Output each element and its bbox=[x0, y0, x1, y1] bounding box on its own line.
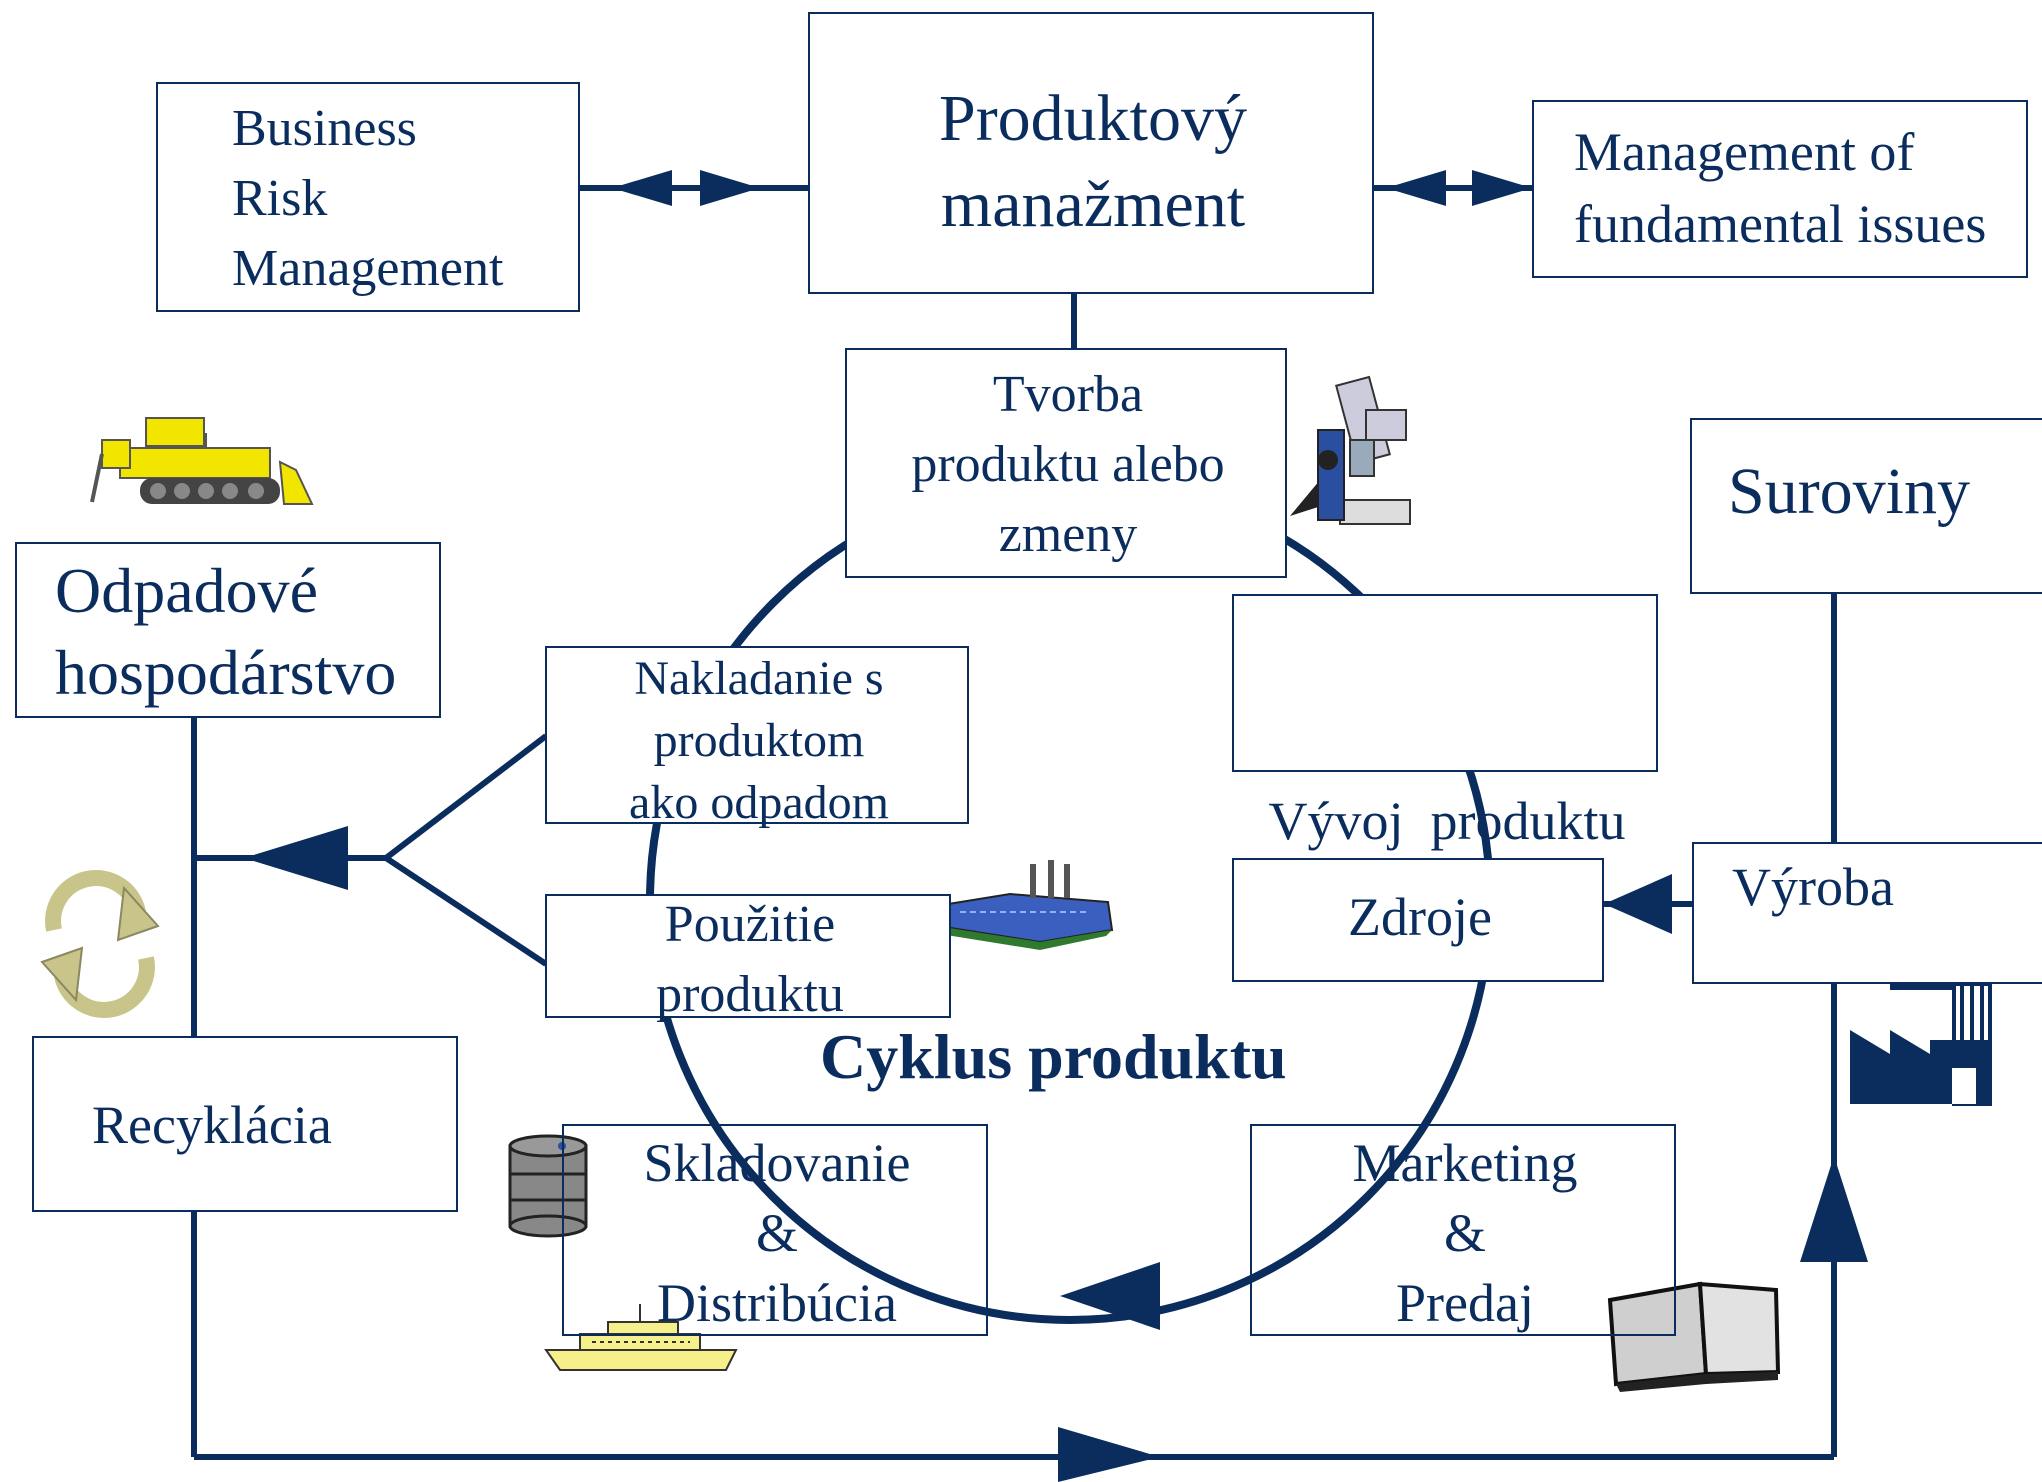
arrowhead-left bbox=[1604, 874, 1672, 934]
marketing-predaj-box: Marketing & Predaj bbox=[1250, 1124, 1676, 1336]
arrowhead-up bbox=[1800, 1156, 1868, 1262]
tvorba-produktu-box: Tvorba produktu alebo zmeny bbox=[845, 348, 1287, 578]
connector-branch-pouzitie bbox=[384, 855, 548, 967]
management-fundamental-issues-box: Management of fundamental issues bbox=[1532, 100, 2028, 278]
skladovanie-distribucia-box: Skladovanie & Distribúcia bbox=[562, 1124, 988, 1336]
tvorba-produktu-label: Tvorba produktu alebo zmeny bbox=[911, 366, 1225, 563]
vyvoj-produktu-label: Vývoj produktu bbox=[1268, 791, 1626, 851]
business-risk-management-label: Business Risk Management bbox=[232, 100, 504, 297]
recyklacia-box: Recyklácia bbox=[32, 1036, 458, 1212]
arrowhead-right bbox=[1472, 170, 1532, 206]
zdroje-box: Zdroje bbox=[1232, 858, 1604, 982]
recycle-icon bbox=[40, 870, 160, 1018]
barrel-icon bbox=[508, 1134, 588, 1238]
zdroje-label: Zdroje bbox=[1348, 887, 1492, 947]
pouzitie-produktu-box: Použitie produktu bbox=[545, 894, 951, 1023]
arrowhead-right bbox=[1058, 1427, 1160, 1482]
suroviny-label: Suroviny bbox=[1728, 455, 1971, 528]
arrowhead-left bbox=[244, 826, 348, 890]
arrowhead-left bbox=[1386, 170, 1446, 206]
vyvoj-produktu-box: Vývoj produktu bbox=[1232, 594, 1658, 851]
vyroba-box: Výroba bbox=[1692, 842, 2042, 984]
cycle-title: Cyklus produktu bbox=[820, 1021, 1287, 1092]
produktovy-manazment-label: Produktový manažment bbox=[938, 82, 1248, 241]
factory-building-icon bbox=[934, 860, 1114, 950]
odpadove-hospodarstvo-label: Odpadové hospodárstvo bbox=[55, 555, 397, 708]
skladovanie-distribucia-label: Skladovanie & Distribúcia bbox=[643, 1133, 911, 1333]
nakladanie-s-produktom-label: Nakladanie s produktom ako odpadom bbox=[629, 652, 889, 829]
factory-icon bbox=[1850, 980, 1992, 1106]
produktovy-manazment-box: Produktový manažment bbox=[808, 12, 1374, 294]
odpadove-hospodarstvo-box: Odpadové hospodárstvo bbox=[15, 542, 441, 718]
arrowhead-left bbox=[612, 170, 672, 206]
bulldozer-icon bbox=[90, 417, 314, 505]
arrowhead-right bbox=[700, 170, 760, 206]
book-icon bbox=[1607, 1281, 1781, 1392]
nakladanie-s-produktom-box: Nakladanie s produktom ako odpadom bbox=[545, 646, 969, 829]
suroviny-box: Suroviny bbox=[1690, 418, 2042, 594]
business-risk-management-box: Business Risk Management bbox=[156, 82, 580, 312]
microscope-icon bbox=[1290, 375, 1411, 525]
vyroba-label: Výroba bbox=[1732, 857, 1894, 917]
recyklacia-label: Recyklácia bbox=[92, 1095, 332, 1155]
marketing-predaj-label: Marketing & Predaj bbox=[1352, 1133, 1578, 1333]
cycle-arrowhead-left bbox=[1060, 1262, 1160, 1330]
connector-branch-nakladanie bbox=[384, 733, 548, 861]
management-fundamental-issues-label: Management of fundamental issues bbox=[1574, 122, 1987, 254]
pouzitie-produktu-label: Použitie produktu bbox=[656, 896, 844, 1023]
ship-icon bbox=[544, 1304, 738, 1371]
